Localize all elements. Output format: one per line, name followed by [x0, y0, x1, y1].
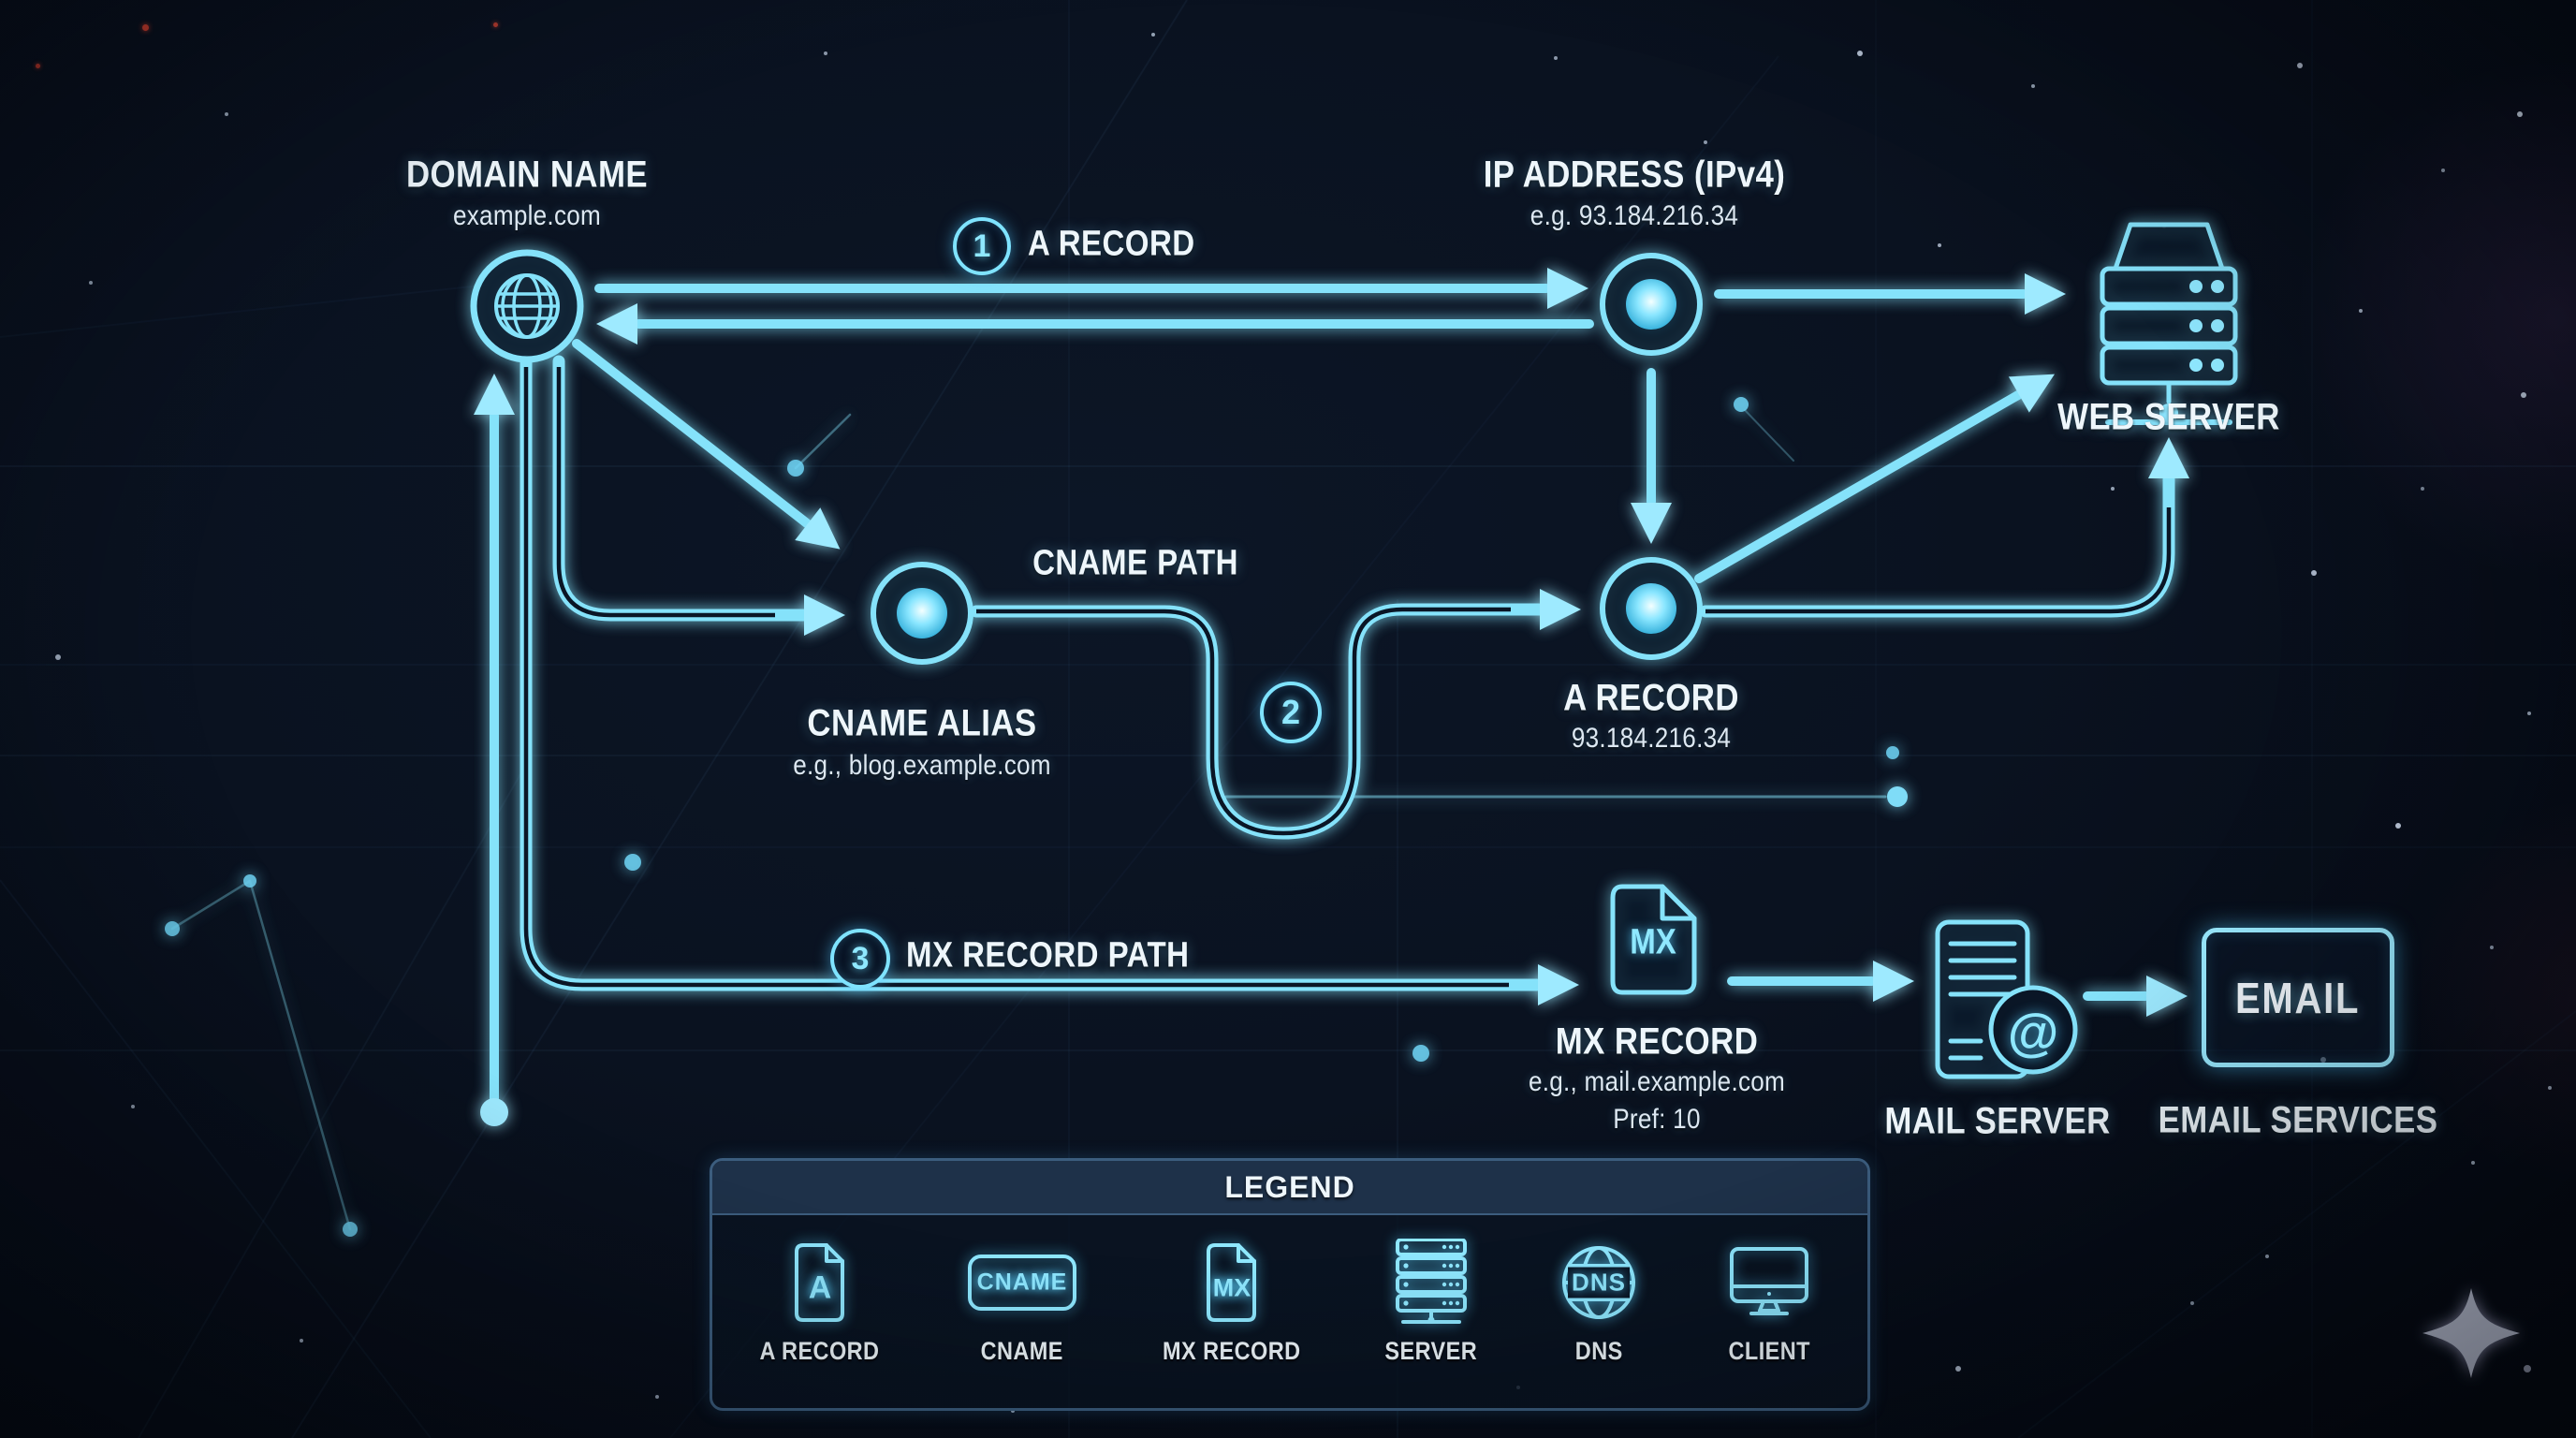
legend-label: CNAME — [980, 1337, 1064, 1365]
arecord-subtitle: 93.184.216.34 — [1571, 723, 1732, 754]
mx-preference: Pref: 10 — [1613, 1104, 1701, 1135]
legend-label: MX RECORD — [1163, 1337, 1301, 1365]
mx-subtitle: e.g., mail.example.com — [1528, 1066, 1786, 1097]
ip-subtitle: e.g. 93.184.216.34 — [1530, 200, 1739, 231]
email-box: EMAIL — [2202, 928, 2394, 1067]
legend-item-cname: CNAME CNAME — [919, 1234, 1125, 1366]
domain-subtitle: example.com — [452, 200, 602, 231]
domain-title: DOMAIN NAME — [405, 154, 649, 196]
legend-item-a-record: A A RECORD — [717, 1234, 923, 1366]
legend-label: A RECORD — [760, 1337, 880, 1365]
dns-globe-icon: DNS — [1559, 1234, 1638, 1331]
tube-cores — [523, 367, 2172, 988]
at-sign-glyph: @ — [2007, 1002, 2059, 1062]
step-2-badge: 2 — [1260, 682, 1322, 743]
cname-subtitle: e.g., blog.example.com — [793, 750, 1051, 781]
mail-server-label: MAIL SERVER — [1884, 1100, 2111, 1142]
client-monitor-icon — [1726, 1234, 1812, 1331]
server-rack-icon — [1396, 1234, 1467, 1331]
legend-label: CLIENT — [1728, 1337, 1810, 1365]
file-mx-icon: MX — [1205, 1234, 1259, 1331]
email-services-label: EMAIL SERVICES — [2158, 1099, 2438, 1141]
mx-file-glyph: MX — [1630, 922, 1676, 962]
cname-tag-icon: CNAME — [967, 1234, 1077, 1331]
web-server-label: WEB SERVER — [2057, 396, 2280, 438]
legend-item-mx-record: MX MX RECORD — [1129, 1234, 1335, 1366]
legend-label: SERVER — [1384, 1337, 1478, 1365]
legend-label: DNS — [1574, 1337, 1623, 1365]
cname-title: CNAME ALIAS — [807, 702, 1037, 744]
cname-path-label: CNAME PATH — [1032, 543, 1238, 583]
mx-title: MX RECORD — [1555, 1020, 1759, 1063]
arecord-title: A RECORD — [1563, 677, 1739, 719]
step-3-badge: 3 — [830, 929, 890, 989]
ip-title: IP ADDRESS (IPv4) — [1483, 154, 1786, 196]
step-1-label: A RECORD — [1028, 224, 1195, 264]
file-a-icon: A — [793, 1234, 847, 1331]
step-3-label: MX RECORD PATH — [906, 935, 1190, 976]
step-1-badge: 1 — [953, 217, 1011, 275]
legend-item-client: CLIENT — [1666, 1234, 1872, 1366]
legend-header: LEGEND — [712, 1161, 1867, 1215]
